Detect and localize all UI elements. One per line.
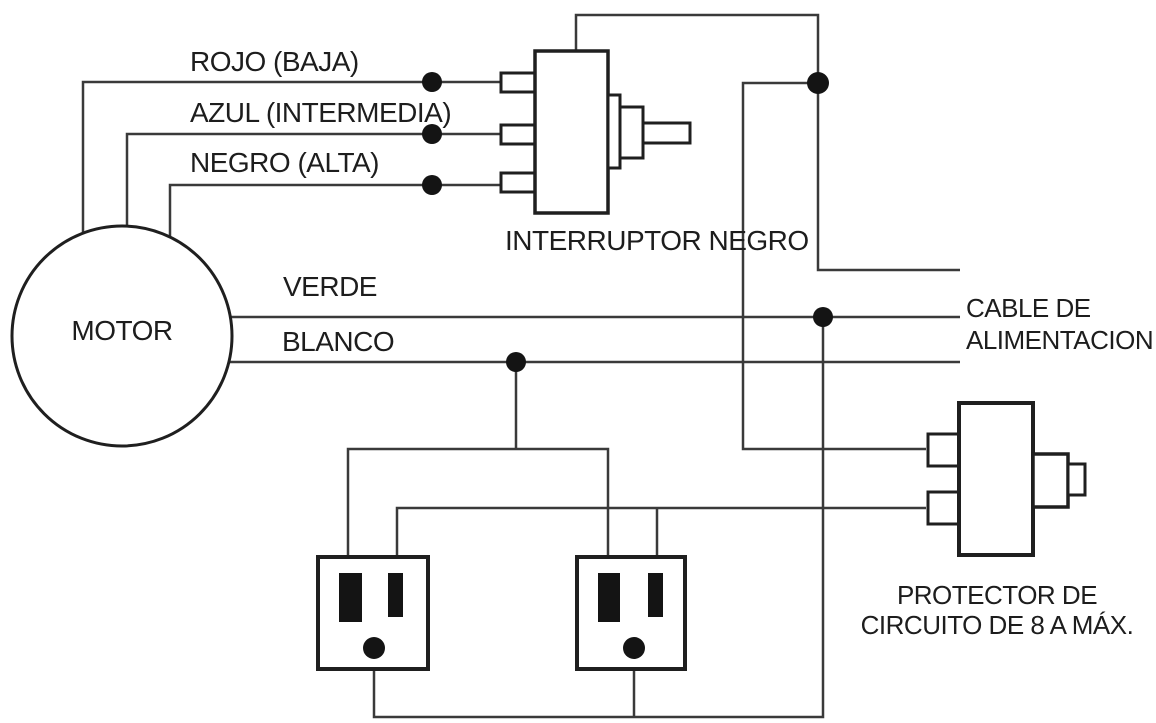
junction-dot-verde — [813, 307, 833, 327]
outlet-2-ground-hole — [623, 637, 645, 659]
label-wire-blanco: BLANCO — [282, 326, 395, 357]
label-motor: MOTOR — [71, 315, 173, 346]
outlet-1-slot-hot — [388, 573, 403, 617]
label-wire-azul: AZUL (INTERMEDIA) — [190, 97, 452, 128]
junction-dot-rojo — [422, 72, 442, 92]
wire-negro-alta — [168, 183, 503, 238]
label-protector-line1: PROTECTOR DE — [896, 580, 1098, 610]
protector-button-outer — [1031, 452, 1070, 509]
outlet-1-slot-neutral — [339, 573, 362, 622]
junction-dot-blanco — [506, 352, 526, 372]
switch-collar-outer — [606, 93, 622, 170]
switch-body — [533, 49, 610, 215]
label-protector: PROTECTOR DE CIRCUITO DE 8 A MÁX. — [832, 580, 1156, 640]
wire-cable-hot-stub — [816, 83, 960, 272]
label-wire-rojo: ROJO (BAJA) — [190, 46, 359, 77]
protector-tab-lower — [926, 490, 961, 526]
wire-azul-intermedia — [125, 132, 503, 227]
motor-body — [10, 224, 234, 448]
junction-dot-negro — [422, 175, 442, 195]
label-wire-verde: VERDE — [283, 271, 377, 302]
wire-rojo-baja — [81, 80, 503, 234]
switch-tab-1 — [499, 71, 537, 94]
label-protector-line2: CIRCUITO DE 8 A MÁX. — [860, 610, 1134, 640]
switch-collar-inner — [618, 105, 645, 160]
wire-outlet-top-bus — [346, 447, 610, 573]
label-switch: INTERRUPTOR NEGRO — [505, 225, 809, 256]
switch-tab-2 — [499, 123, 537, 146]
label-power-cable-line2: ALIMENTACION — [966, 325, 1154, 355]
outlet-2-slot-hot — [648, 573, 663, 617]
label-power-cable-line1: CABLE DE — [966, 293, 1091, 323]
wire-ground-bus — [372, 317, 825, 719]
protector-body — [957, 401, 1035, 557]
junction-dot-switch-feed — [807, 72, 829, 94]
label-wire-negro: NEGRO (ALTA) — [190, 147, 379, 178]
junction-dot-azul — [422, 124, 442, 144]
protector-tab-upper — [926, 432, 961, 468]
switch-lever — [641, 121, 692, 145]
protector-button-inner — [1066, 462, 1087, 497]
junction-dots — [422, 72, 833, 372]
outlet-2 — [575, 555, 687, 671]
wire-outlet-mid-bus — [395, 506, 926, 573]
wire-switch-top — [574, 13, 820, 83]
switch-tab-3 — [499, 171, 537, 194]
protector-symbol — [926, 401, 1087, 557]
switch-symbol — [499, 49, 692, 215]
outlet-2-slot-neutral — [598, 573, 620, 622]
outlet-1 — [316, 555, 430, 671]
wire-to-protector — [741, 81, 926, 451]
outlet-1-ground-hole — [363, 637, 385, 659]
label-power-cable: CABLE DE ALIMENTACION — [966, 292, 1154, 356]
